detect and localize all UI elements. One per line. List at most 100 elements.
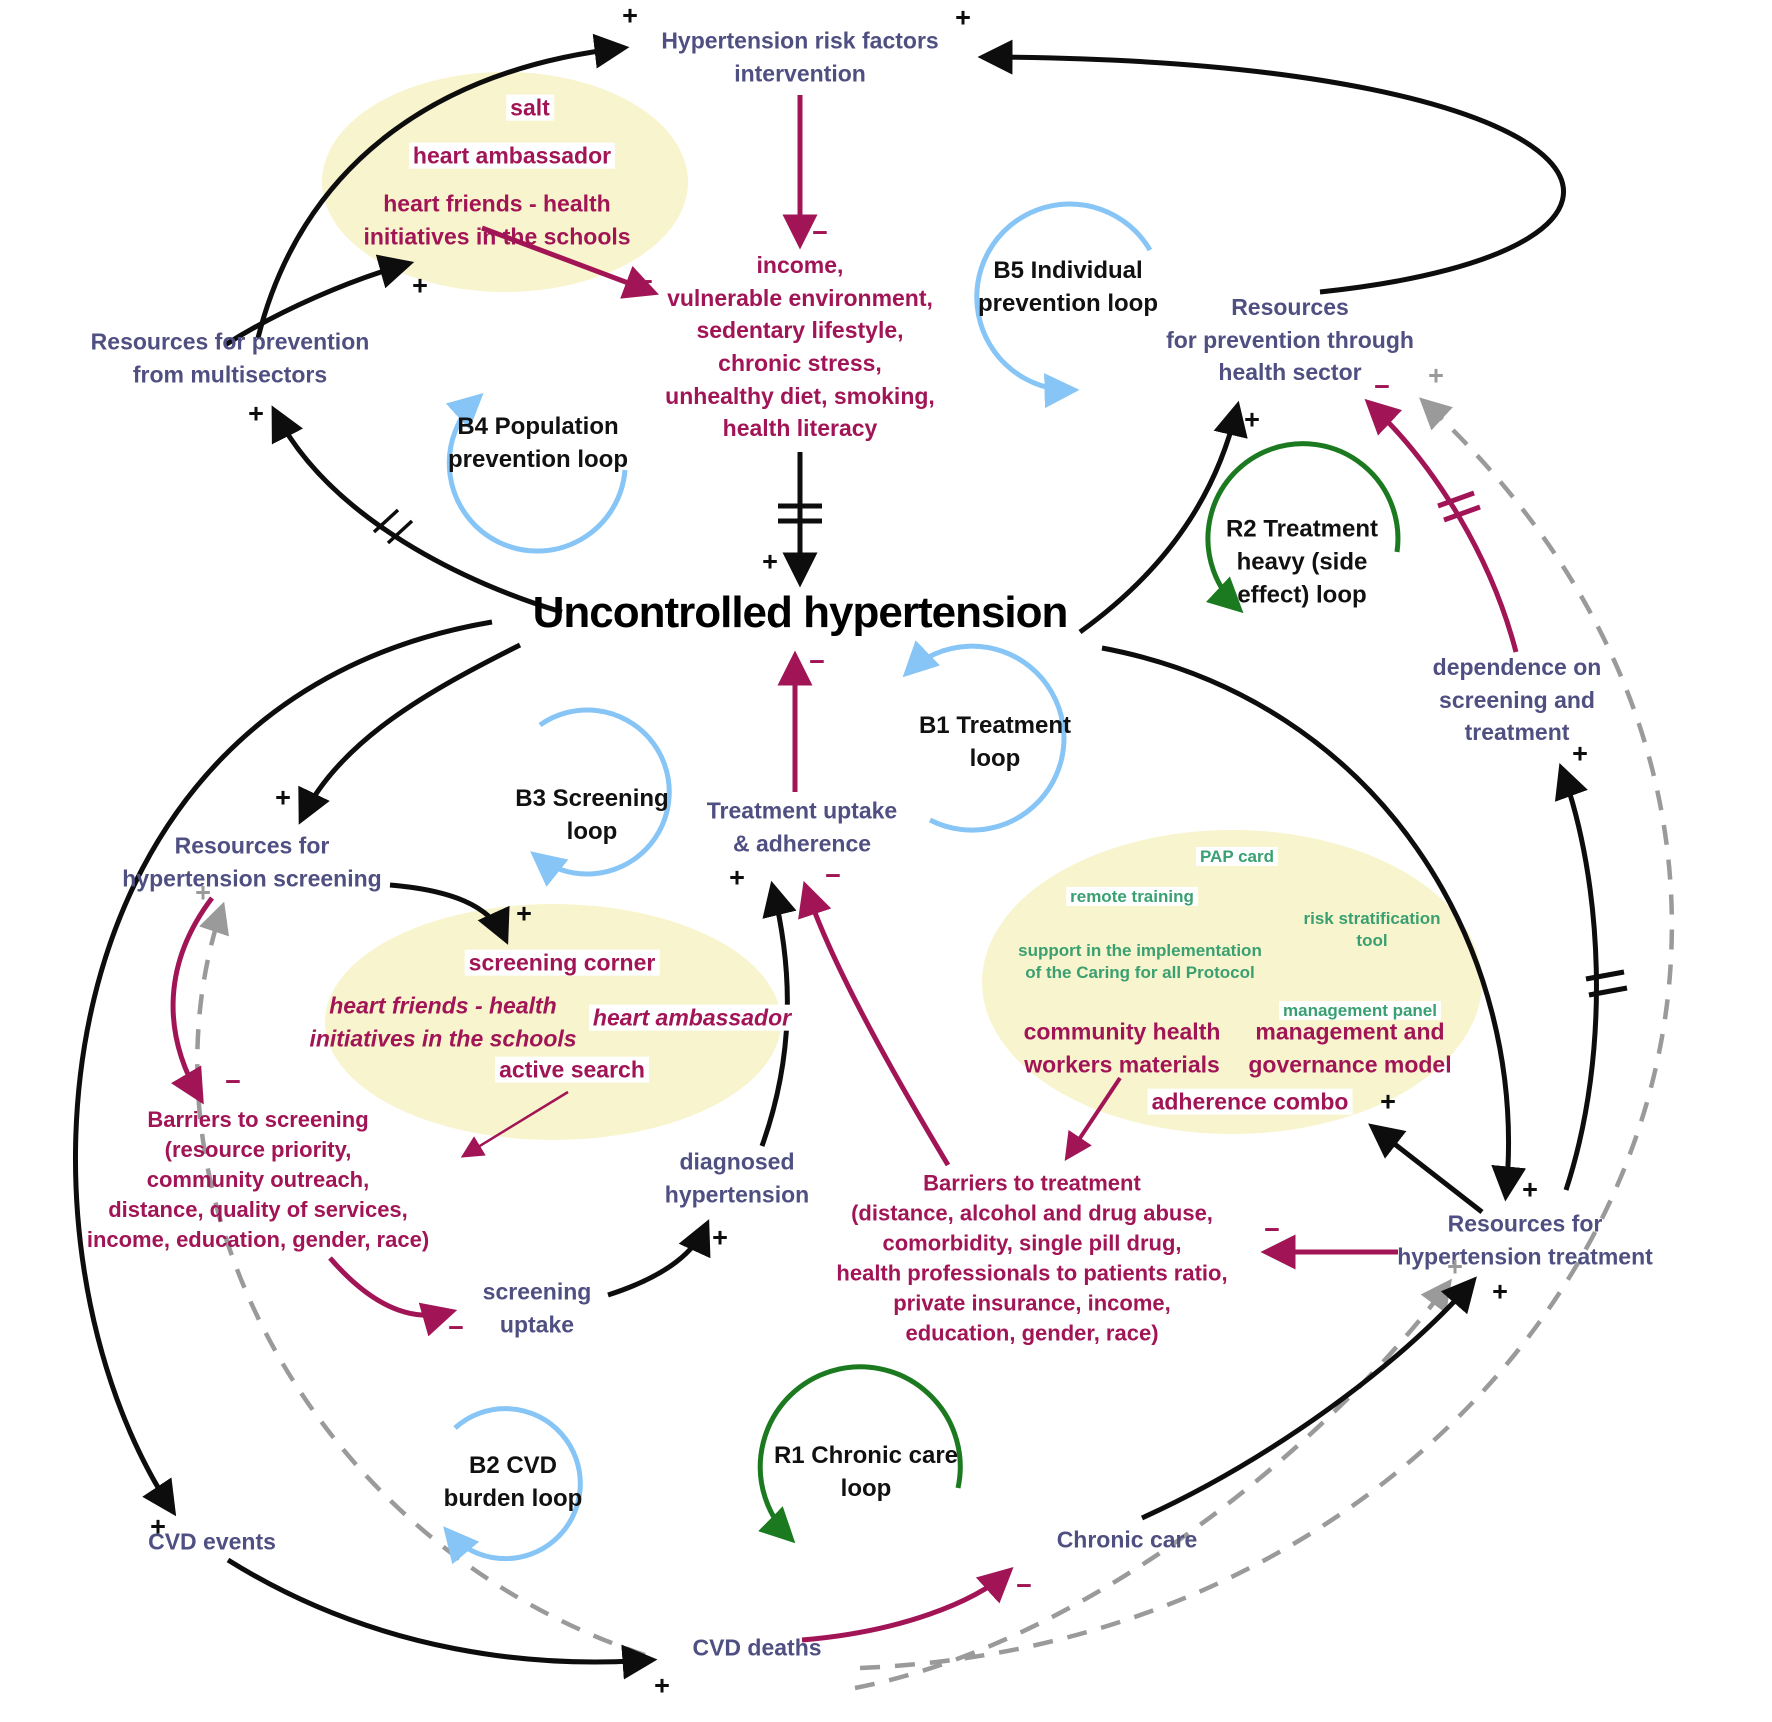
polarity-plus: +	[1492, 1276, 1508, 1307]
loop-arc-b1	[902, 640, 1067, 833]
node-uncontrolled-hypertension: Uncontrolled hypertension	[532, 587, 1069, 637]
loop-arc-r1	[757, 1364, 963, 1544]
arrow-treatment-bubble-to-barriers	[1064, 1076, 1122, 1161]
intervention-governance-model: management and governance model	[1248, 1018, 1452, 1077]
polarity-plus: +	[248, 398, 264, 429]
arrow-screening-resources-to-barriers	[170, 896, 214, 1105]
arrow-prevention-bubble-to-riskfactors	[481, 225, 660, 299]
node-hypertension-risk-intervention: Hypertension risk factors intervention	[661, 27, 939, 86]
arrow-multisectors-to-prevention-bubble	[223, 254, 415, 348]
loop-label-b5: B5 Individual prevention loop	[978, 256, 1158, 317]
arrow-chronic-care-to-treatment-resources	[1140, 1276, 1477, 1521]
arrow-deaths-to-chronic-care	[801, 1566, 1014, 1643]
delay-marks-treatmentresources-dependence	[1585, 969, 1628, 998]
polarity-plus: +	[712, 1222, 728, 1253]
screening-interventions-ellipse	[325, 904, 781, 1140]
polarity-plus: +	[1244, 404, 1260, 435]
arrow-cvd-events-to-deaths	[226, 1557, 658, 1680]
loop-label-b4: B4 Population prevention loop	[448, 412, 628, 473]
polarity-minus: −	[1016, 1570, 1032, 1601]
polarity-plus: +	[622, 0, 638, 31]
polarity-minus: −	[1264, 1214, 1280, 1245]
arrow-healthsector-to-risk-intervention	[977, 39, 1566, 295]
arrow-diagnosed-to-treatment-uptake	[759, 880, 797, 1147]
intervention-chw-materials: community health workers materials	[1023, 1018, 1221, 1077]
treatment-interventions-ellipse	[982, 830, 1482, 1134]
loop-label-r1: R1 Chronic care loop	[773, 1441, 959, 1502]
delay-marks-riskfactors-uncontrolled	[778, 503, 822, 524]
intervention-remote-training: remote training	[1066, 886, 1198, 908]
polarity-plus: +	[729, 862, 745, 893]
node-chronic-care: Chronic care	[1056, 1526, 1198, 1553]
loop-label-r2: R2 Treatment heavy (side effect) loop	[1225, 515, 1379, 609]
node-treatment-uptake-adherence: Treatment uptake & adherence	[706, 797, 898, 856]
intervention-caring-for-all-protocol: support in the implementation of the Car…	[1018, 940, 1262, 982]
loop-arc-b5	[974, 201, 1153, 409]
delay-marks-dependence-healthsector	[1437, 490, 1481, 523]
loop-arc-b2	[443, 1406, 583, 1565]
loop-label-b2: B2 CVD burden loop	[443, 1451, 583, 1512]
arrow-treatment-resources-to-dependence	[1554, 762, 1599, 1191]
loop-label-b1: B1 Treatment loop	[918, 711, 1072, 772]
arrow-active-search-to-barriers	[460, 1090, 569, 1158]
polarity-minus: −	[448, 1312, 464, 1343]
arrow-uncontrolled-to-multisectors	[271, 405, 563, 615]
intervention-adherence-combo: adherence combo	[1147, 1086, 1353, 1119]
polarity-plus: +	[654, 1670, 670, 1701]
dashed-link-deaths-to-screening-resources	[195, 901, 646, 1658]
polarity-minus: −	[825, 860, 841, 891]
arrow-dependence-to-healthsector	[1364, 398, 1519, 653]
intervention-pap-card: PAP card	[1195, 846, 1279, 868]
arrow-uncontrolled-to-healthsector	[1078, 400, 1248, 635]
polarity-plus: +	[1380, 1086, 1396, 1117]
node-resources-prevention-multisectors: Resources for prevention from multisecto…	[90, 328, 370, 387]
arrow-screening-resources-to-bubble	[389, 882, 510, 945]
arrow-uncontrolled-to-treatment-resources	[1101, 645, 1527, 1202]
arrow-uncontrolled-to-cvd-events	[72, 619, 493, 1517]
intervention-heart-friends-schools-screening: heart friends - health initiatives in th…	[309, 992, 577, 1051]
polarity-minus: −	[225, 1066, 241, 1097]
polarity-minus: −	[637, 266, 653, 297]
polarity-plus: +	[516, 898, 532, 929]
intervention-heart-ambassador: heart ambassador	[408, 140, 616, 173]
arrow-barriers-to-screening-uptake	[328, 1256, 458, 1337]
intervention-heart-ambassador-screening: heart ambassador	[588, 1002, 796, 1035]
loop-label-b3: B3 Screening loop	[515, 784, 669, 845]
polarity-plus: +	[412, 270, 428, 301]
intervention-heart-friends-schools: heart friends - health initiatives in th…	[363, 190, 631, 249]
arrow-uptake-to-diagnosed	[607, 1219, 711, 1298]
dashed-link-deaths-to-treatment-resources	[854, 1278, 1453, 1691]
polarity-minus: −	[809, 646, 825, 677]
polarity-minus: −	[812, 217, 828, 248]
node-resources-hypertension-screening: Resources for hypertension screening	[122, 832, 382, 891]
loop-arc-r2	[1205, 441, 1401, 614]
arrow-barriers-treatment-to-uptake	[798, 880, 951, 1167]
intervention-active-search: active search	[495, 1054, 649, 1087]
intervention-management-panel: management panel	[1279, 1000, 1441, 1022]
node-risk-factors-list: income, vulnerable environment, sedentar…	[665, 252, 935, 442]
delay-marks-uncontrolled-multisectors	[372, 508, 414, 545]
loop-arc-b4	[445, 392, 628, 554]
intervention-salt: salt	[506, 92, 554, 125]
polarity-minus: −	[1374, 371, 1390, 402]
intervention-risk-stratification-tool: risk stratification tool	[1303, 908, 1441, 950]
prevention-interventions-ellipse	[322, 72, 688, 292]
node-cvd-deaths: CVD deaths	[692, 1634, 822, 1661]
node-screening-uptake: screening uptake	[482, 1278, 592, 1337]
node-cvd-events: CVD events	[148, 1528, 276, 1555]
node-dependence-screening-treatment: dependence on screening and treatment	[1432, 654, 1602, 746]
arrow-uncontrolled-to-screening-resources	[298, 642, 522, 825]
polarity-plus: +	[955, 2, 971, 33]
polarity-plus: +	[1522, 1174, 1538, 1205]
node-barriers-to-treatment: Barriers to treatment (distance, alcohol…	[836, 1170, 1228, 1345]
intervention-screening-corner: screening corner	[464, 947, 660, 980]
node-resources-prevention-health-sector: Resources for prevention through health …	[1166, 294, 1414, 386]
dashed-link-deaths-to-prevention-resources	[859, 397, 1674, 1671]
node-resources-hypertension-treatment: Resources for hypertension treatment	[1397, 1210, 1653, 1269]
arrow-treatment-resources-to-bubble	[1368, 1123, 1484, 1214]
arrow-multisectors-to-risk-intervention	[255, 33, 630, 339]
polarity-plus: +	[1572, 738, 1588, 769]
polarity-plus: +	[150, 1511, 166, 1542]
